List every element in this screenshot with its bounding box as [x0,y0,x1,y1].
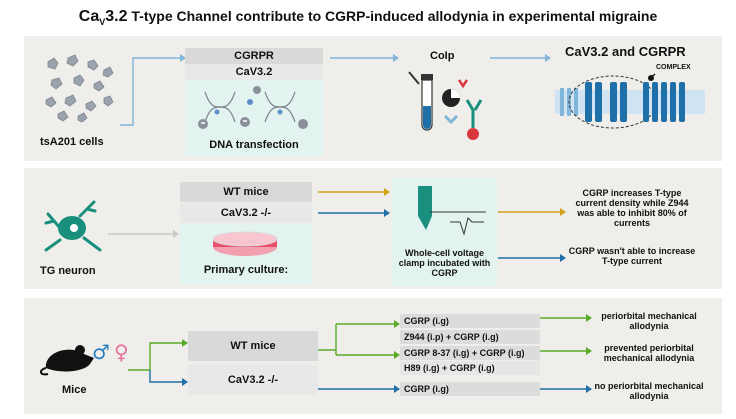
treatment-h89: H89 (i.g) + CGRP (i.g) [400,361,540,375]
voltage-clamp-box [392,178,497,286]
cav32-box: CaV3.2 [185,64,323,80]
male-symbol-icon: ♂ [92,340,110,364]
result-ko-text: CGRP wasn't able to increase T-type curr… [568,246,696,266]
panel-behavior [24,298,722,414]
dna-transfection-label: DNA transfection [209,139,299,151]
cav32-ko-behavior-box: CaV3.2 -/- [188,365,318,395]
cgrpr-box: CGRPR [185,48,323,64]
voltage-clamp-label: Whole-cell voltage clamp incubated with … [398,248,491,278]
panel-electrophysiology [24,168,722,289]
wt-mice-box: WT mice [180,182,312,202]
wt-mice-behavior-box: WT mice [188,331,318,361]
cells-icon [45,54,114,123]
treatment-z944: Z944 (i.p) + CGRP (i.g) [400,330,540,344]
complex-title: CaV3.2 and CGRPR [565,44,686,59]
patch-pipette-icon [418,186,486,236]
neuron-label: TG neuron [40,265,96,277]
treatment-cgrp-ko: CGRP (i.g) [400,382,540,396]
treatment-cgrp837: CGRP 8-37 (i.g) + CGRP (i.g) [400,346,540,360]
neuron-icon [44,200,102,252]
mice-label: Mice [62,384,87,396]
female-symbol-icon: ♀ [114,340,129,364]
outcome-allodynia: periorbital mechanical allodynia [601,311,697,331]
cells-label: tsA201 cells [40,136,104,148]
treatment-cgrp: CGRP (i.g) [400,314,540,328]
result-wt-text: CGRP increases T-type current density wh… [575,188,689,228]
petri-dish-icon [212,231,278,256]
mouse-icon [40,345,94,376]
figure-title: CaV3.2 T-type Channel contribute to CGRP… [78,8,658,28]
complex-membrane-icon [555,73,705,129]
outcome-prevented: prevented periorbital mechanical allodyn… [603,343,695,363]
complex-subtitle: COMPLEX [656,64,691,71]
dna-transfection-box [185,80,323,156]
dna-icon [198,86,308,129]
coip-icon [408,71,483,140]
outcome-none: no periorbital mechanical allodynia [594,381,704,401]
coip-label: CoIp [430,50,455,62]
cav32-ko-box: CaV3.2 -/- [180,203,312,223]
primary-culture-label: Primary culture: [203,264,289,276]
